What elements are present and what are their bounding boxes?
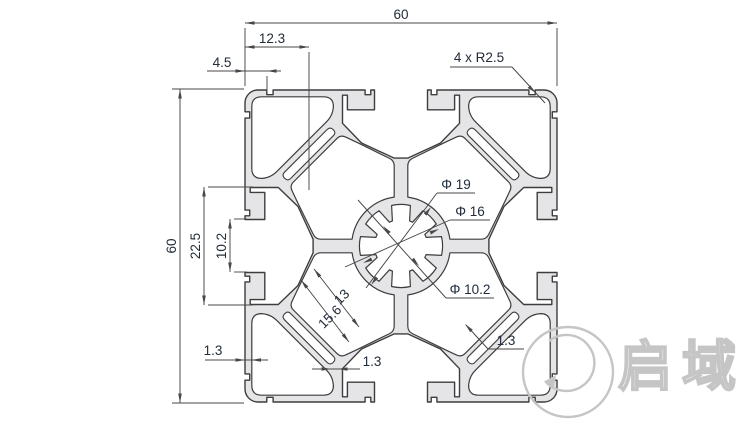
- arrowhead-icon: [228, 262, 232, 272]
- label-dim-60-left: 60: [164, 238, 179, 253]
- label-dim-10-2: 10.2: [214, 233, 229, 259]
- arrowhead-icon: [228, 219, 232, 229]
- arrowhead-icon: [314, 269, 322, 278]
- label-dia-19: Φ 19: [441, 177, 471, 192]
- arrowhead-icon: [338, 367, 348, 371]
- arrowhead-icon: [245, 21, 255, 25]
- pentagon-hole-0: [290, 135, 395, 240]
- arrowhead-icon: [202, 295, 206, 305]
- label-dia-16: Φ 16: [455, 204, 485, 219]
- arrowhead-icon: [245, 45, 255, 49]
- label-dim-12-3: 12.3: [259, 31, 285, 46]
- corner-cavity-1: [468, 96, 551, 179]
- dim-line: [365, 192, 438, 289]
- diagonal-slit-1: [466, 127, 520, 181]
- label-dim-4-5: 4.5: [213, 55, 232, 70]
- arrowhead-icon: [202, 187, 206, 197]
- arrowhead-icon: [267, 69, 277, 73]
- logo-swoosh-icon: [544, 333, 596, 393]
- arrowhead-icon: [547, 21, 557, 25]
- diagonal-slit-3: [466, 311, 520, 365]
- dimension-arrows: [178, 21, 557, 403]
- arrowhead-icon: [321, 367, 331, 371]
- arrowhead-icon: [299, 45, 309, 49]
- arrowhead-icon: [251, 358, 261, 362]
- label-dim-1-3-mid: 1.3: [363, 354, 382, 369]
- label-dim-1-3-left: 1.3: [204, 343, 223, 358]
- logo-arrow-icon: [545, 375, 556, 387]
- corner-cavity-0: [251, 96, 334, 179]
- corner-cavity-3: [468, 313, 551, 396]
- arrowhead-icon: [235, 358, 245, 362]
- pentagon-hole-2: [290, 252, 395, 357]
- arrowhead-icon: [371, 276, 379, 285]
- arrowhead-icon: [429, 229, 439, 235]
- logo-text: 启域: [617, 334, 746, 399]
- arrowhead-icon: [351, 318, 359, 327]
- arrowhead-icon: [411, 257, 419, 266]
- label-dim-22-5: 22.5: [188, 233, 203, 259]
- arrowhead-icon: [423, 207, 431, 216]
- dim-line: [313, 268, 360, 328]
- center-bore: [358, 203, 444, 289]
- pentagon-hole-3: [407, 252, 512, 357]
- arrowhead-icon: [235, 69, 245, 73]
- label-dim-60-top: 60: [393, 7, 408, 22]
- arrowhead-icon: [465, 324, 473, 333]
- arrowhead-icon: [178, 89, 182, 99]
- label-note-4xr2-5: 4 x R2.5: [454, 50, 504, 65]
- pentagon-hole-1: [407, 135, 512, 240]
- logo-circle-icon: [521, 325, 615, 419]
- arrowhead-icon: [341, 333, 349, 342]
- arrowhead-icon: [527, 85, 536, 93]
- label-dia-10-2: Φ 10.2: [450, 282, 491, 297]
- dim-line: [357, 199, 447, 299]
- arrowhead-icon: [383, 226, 391, 235]
- diagonal-slit-2: [282, 311, 336, 365]
- dim-line: [300, 279, 350, 343]
- dim-line: [511, 66, 546, 104]
- arrowhead-icon: [178, 393, 182, 403]
- corner-cavity-2: [251, 313, 334, 396]
- arrowhead-icon: [363, 257, 373, 263]
- arrowhead-icon: [301, 280, 309, 289]
- label-dim-1-3-right: 1.3: [497, 333, 516, 348]
